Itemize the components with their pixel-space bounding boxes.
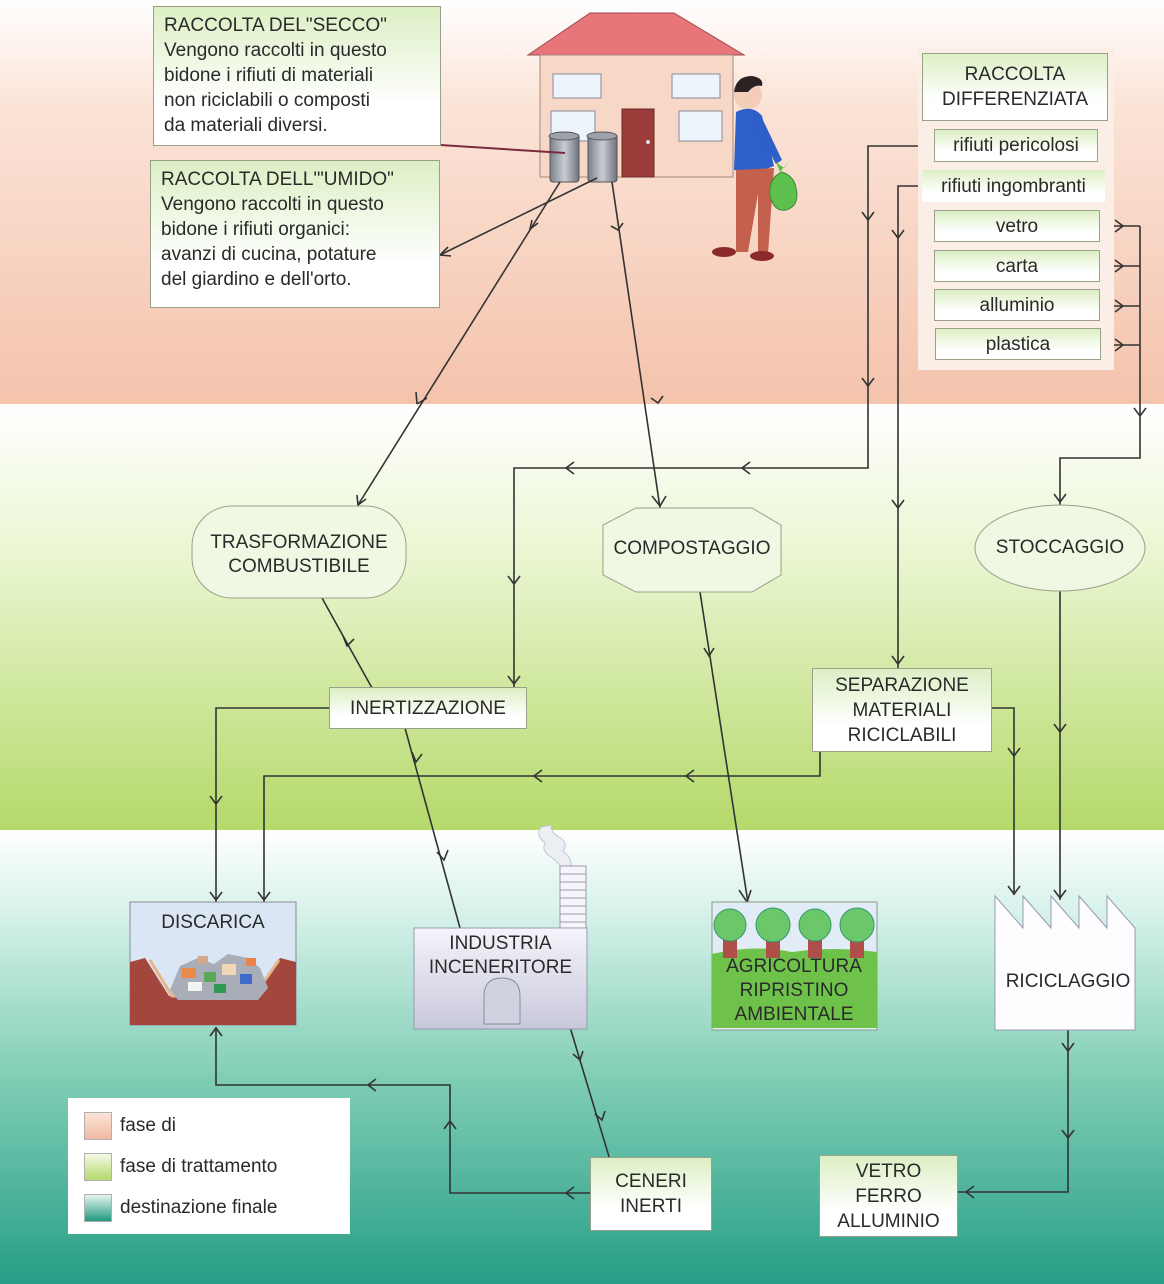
item-alluminio: alluminio — [934, 289, 1100, 321]
agricoltura-line: AGRICOLTURA — [726, 956, 862, 977]
legend-label: destinazione finale — [120, 1197, 278, 1218]
legend-swatch-collection — [84, 1112, 112, 1140]
separazione-box: SEPARAZIONE MATERIALI RICICLABILI — [812, 668, 992, 752]
legend-label: fase di — [120, 1115, 176, 1136]
trasformazione-line: TRASFORMAZIONE — [210, 532, 388, 553]
legend-item: destinazione finale — [84, 1194, 277, 1222]
item-carta: carta — [934, 250, 1100, 282]
umido-line: avanzi di cucina, potature — [161, 244, 377, 265]
legend: fase di fase di trattamento destinazione… — [68, 1098, 350, 1234]
agricoltura-line: RIPRISTINO — [739, 980, 849, 1001]
separazione-line: SEPARAZIONE — [835, 674, 969, 696]
agricoltura-line: AMBIENTALE — [734, 1004, 854, 1025]
industria-line: INDUSTRIA — [449, 933, 552, 954]
compostaggio-shape — [602, 507, 782, 593]
legend-swatch-final — [84, 1194, 112, 1222]
vetro-ferro-line: VETRO — [855, 1160, 922, 1182]
item-rifiuti-pericolosi: rifiuti pericolosi — [934, 129, 1098, 162]
separazione-line: RICICLABILI — [847, 724, 957, 746]
stoccaggio-label: STOCCAGGIO — [995, 537, 1125, 558]
compostaggio-label: COMPOSTAGGIO — [613, 538, 771, 559]
secco-info-box: RACCOLTA DEL"SECCO" Vengono raccolti in … — [153, 6, 441, 146]
waste-bin-dry-icon — [548, 131, 580, 183]
trasformazione-line: COMBUSTIBILE — [228, 556, 370, 577]
trasformazione-shape — [191, 505, 407, 599]
vetro-ferro-line: FERRO — [855, 1185, 922, 1207]
vetro-ferro-alluminio-box: VETRO FERRO ALLUMINIO — [819, 1155, 958, 1237]
discarica-label: DISCARICA — [161, 912, 265, 933]
secco-line: non riciclabili o composti — [164, 90, 370, 111]
vetro-ferro-line: ALLUMINIO — [837, 1210, 940, 1232]
differenziata-title-line: RACCOLTA — [964, 64, 1066, 85]
differenziata-title-line: DIFFERENZIATA — [941, 89, 1089, 110]
differenziata-title-box: RACCOLTA DIFFERENZIATA — [922, 53, 1108, 121]
industria-label: INDUSTRIA INCENERITORE — [414, 932, 587, 980]
umido-title: RACCOLTA DELL'"UMIDO" — [161, 169, 394, 190]
inertizzazione-box: INERTIZZAZIONE — [329, 687, 527, 729]
riciclaggio-label: RICICLAGGIO — [1005, 971, 1131, 992]
umido-line: bidone i rifiuti organici: — [161, 219, 351, 240]
legend-item: fase di trattamento — [84, 1153, 277, 1181]
waste-bin-wet-icon — [586, 131, 618, 183]
landfill-icon — [129, 901, 297, 1026]
ceneri-inerti-box: CENERI INERTI — [590, 1157, 712, 1231]
umido-info-box: RACCOLTA DELL'"UMIDO" Vengono raccolti i… — [150, 160, 440, 308]
recycling-factory-icon — [994, 894, 1136, 1031]
ceneri-line: CENERI — [615, 1171, 687, 1192]
secco-line: Vengono raccolti in questo — [164, 40, 387, 61]
umido-line: del giardino e dell'orto. — [161, 269, 352, 290]
industria-line: INCENERITORE — [428, 957, 573, 978]
item-plastica: plastica — [935, 328, 1101, 360]
secco-line: bidone i rifiuti di materiali — [164, 65, 374, 86]
incinerator-icon — [413, 824, 588, 1030]
legend-label: fase di trattamento — [120, 1156, 278, 1177]
treatment-phase-band — [0, 404, 1164, 830]
stoccaggio-shape — [974, 504, 1146, 592]
ceneri-line: INERTI — [620, 1196, 682, 1217]
secco-line: da materiali diversi. — [164, 115, 328, 136]
person-carrying-bag-icon — [712, 76, 798, 261]
item-vetro: vetro — [934, 210, 1100, 242]
item-rifiuti-ingombranti: rifiuti ingombranti — [922, 170, 1105, 202]
separazione-line: MATERIALI — [852, 699, 952, 721]
trasformazione-label: TRASFORMAZIONE COMBUSTIBILE — [192, 531, 406, 579]
umido-line: Vengono raccolti in questo — [161, 194, 384, 215]
legend-swatch-treatment — [84, 1153, 112, 1181]
agriculture-icon — [711, 901, 878, 1031]
legend-item: fase di — [84, 1112, 176, 1140]
secco-title: RACCOLTA DEL"SECCO" — [164, 15, 387, 36]
agricoltura-label: AGRICOLTURA RIPRISTINO AMBIENTALE — [708, 955, 880, 1027]
